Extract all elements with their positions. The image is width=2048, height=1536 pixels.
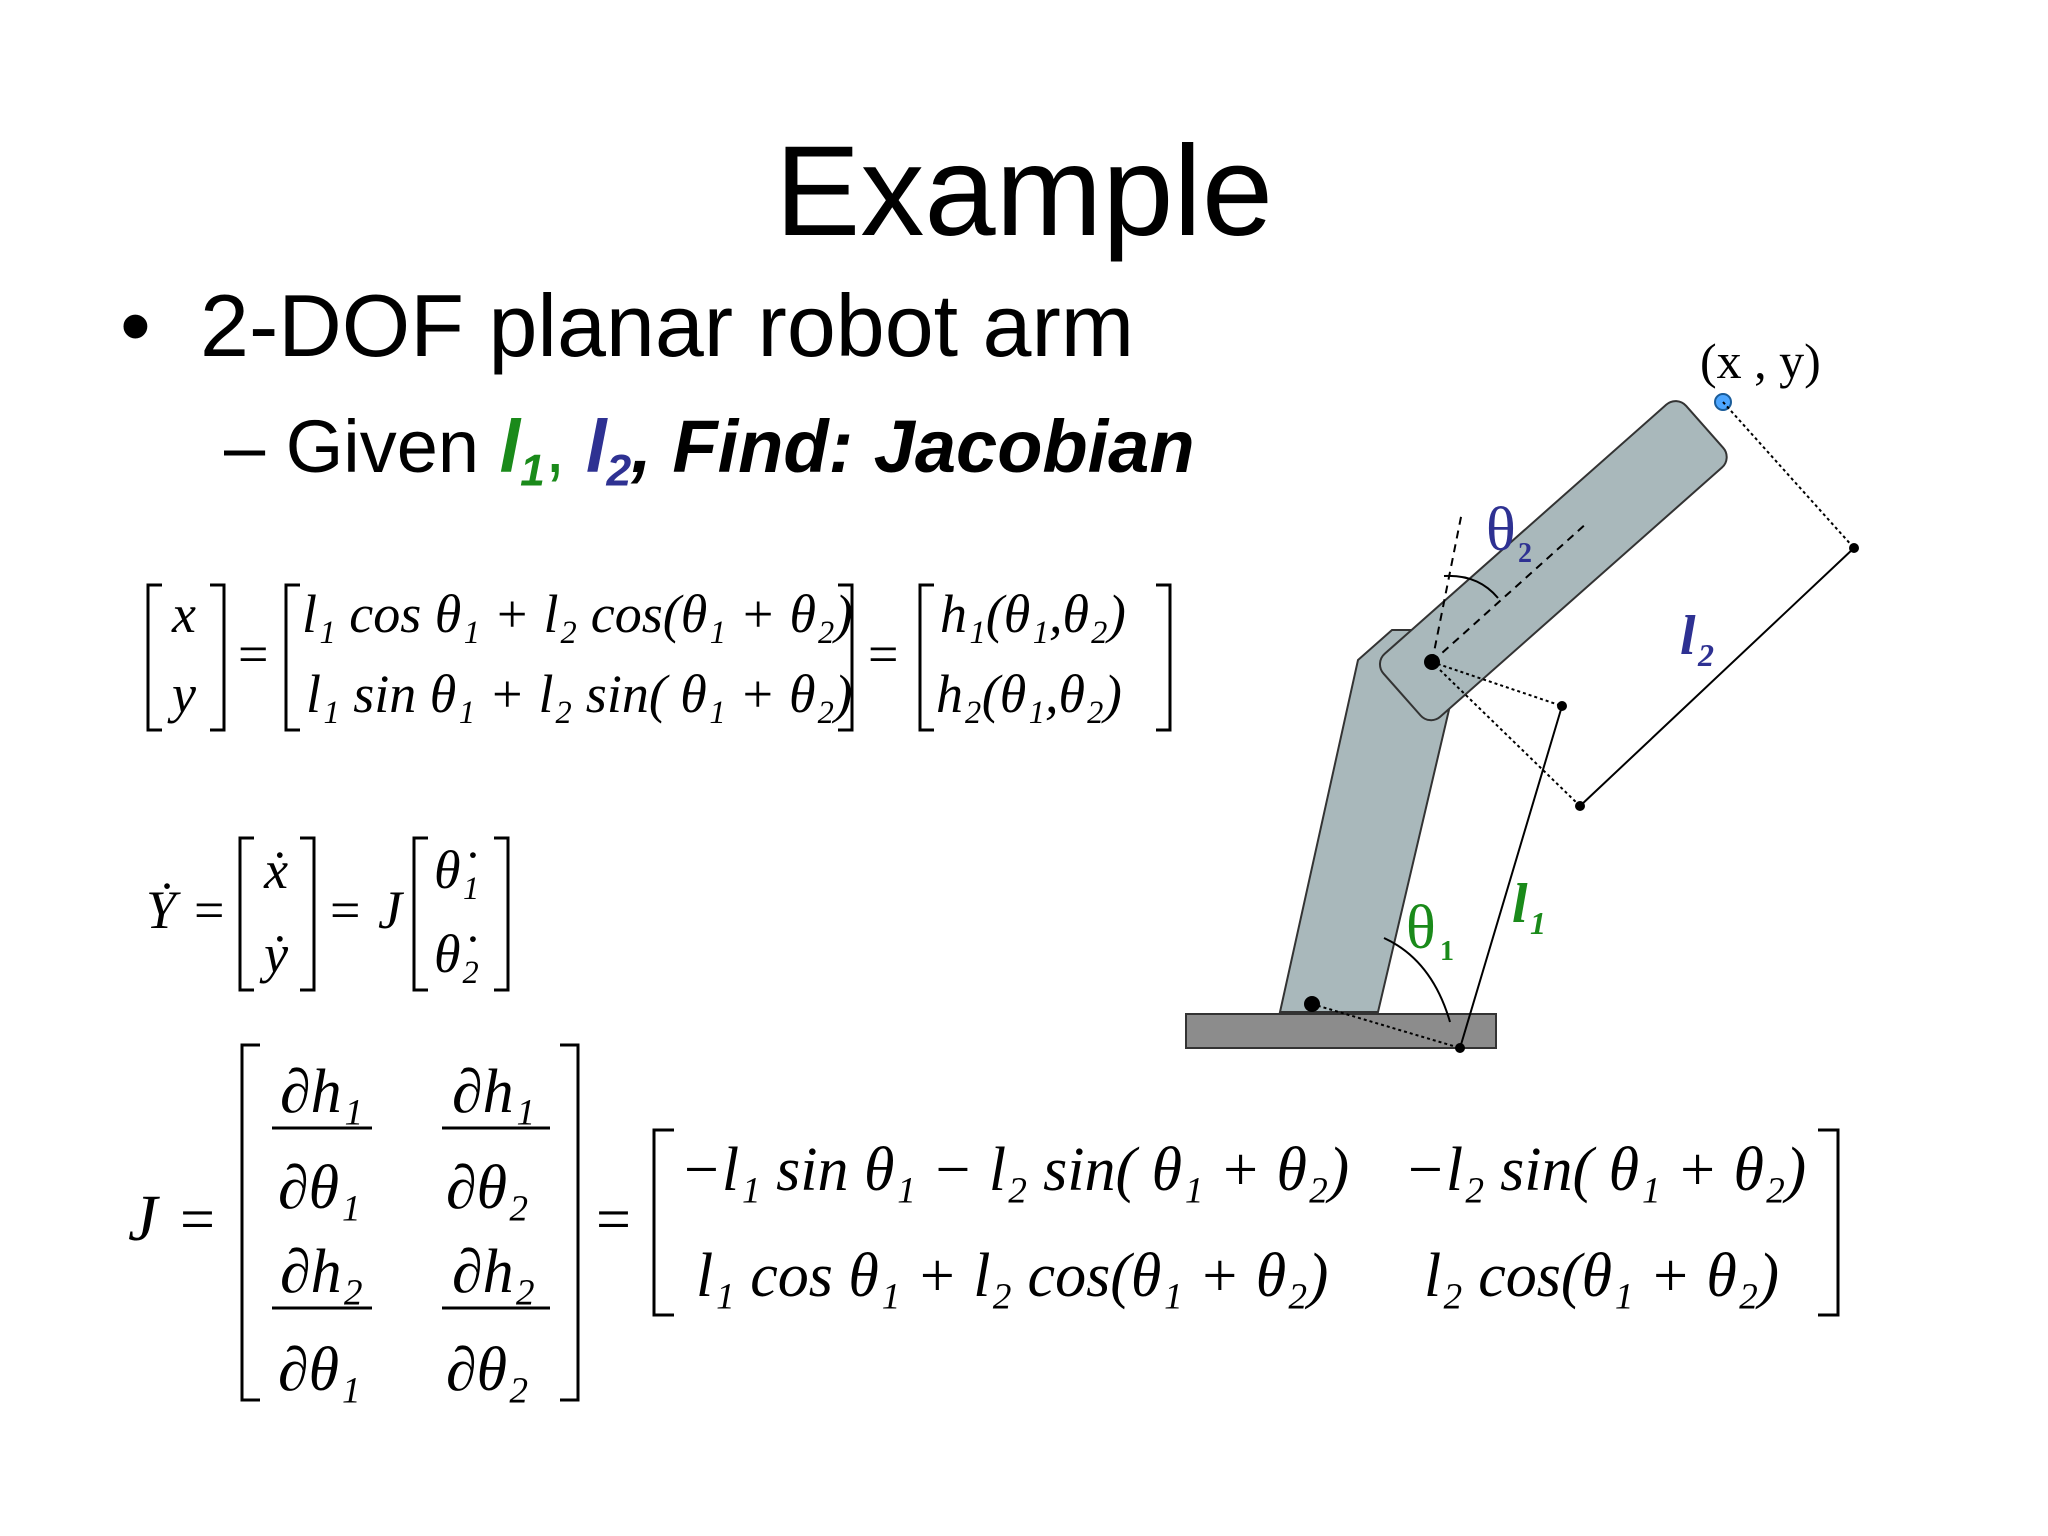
sub-l2: l2 — [585, 405, 632, 496]
l2-label-main: l — [1680, 605, 1696, 667]
eq1-row1: l₁ cos θ₁ + l₂ cos(θ₁ + θ₂) — [302, 584, 853, 644]
eq1-row2: l₁ sin θ₁ + l₂ sin( θ₁ + θ₂) — [306, 664, 852, 724]
bullet-text: 2-DOF planar robot arm — [200, 276, 1135, 375]
eq3-dt1-a: ∂θ₁ — [278, 1154, 361, 1222]
bullet-item: •2-DOF planar robot arm — [120, 282, 1134, 370]
slide-title: Example — [775, 120, 1273, 263]
eq2-equals-2: = — [330, 880, 360, 940]
eq1-h1: h₁(θ₁,θ₂) — [940, 584, 1126, 644]
sub-comma: , — [544, 405, 566, 488]
l1-label-main: l — [1512, 873, 1528, 935]
sub-given: Given — [285, 405, 480, 488]
eq3-equals-2: = — [596, 1186, 631, 1254]
robot-link-2 — [1378, 400, 1728, 722]
eq1-equals-2: = — [868, 624, 898, 684]
sub-l1: l1 — [499, 405, 545, 496]
eq3-dt2-a: ∂θ₂ — [446, 1154, 529, 1222]
eq2-Ydot: Ẏ — [146, 880, 181, 940]
eq3-dt1-b: ∂θ₁ — [278, 1336, 361, 1404]
theta2-label-main: θ — [1486, 496, 1516, 564]
bullet-dot-icon: • — [120, 276, 151, 375]
eq2-J: J — [378, 880, 405, 940]
eq3-dh1-b: ∂h₁ — [452, 1058, 535, 1126]
eq3-dh2-a: ∂h₂ — [280, 1238, 363, 1306]
eq2-equals-1: = — [194, 880, 224, 940]
eq3-m11: −l₁ sin θ₁ − l₂ sin( θ₁ + θ₂) — [680, 1136, 1349, 1204]
eq3-dh1-a: ∂h₁ — [280, 1058, 363, 1126]
eq2-ydot: ẏ — [259, 924, 289, 984]
sub-find: , Find: Jacobian — [631, 405, 1195, 488]
eq2-theta1dot: θ̇₁ — [434, 840, 479, 900]
eq3-dh2-b: ∂h₂ — [452, 1238, 535, 1306]
eq2-theta2dot: θ̇₂ — [434, 924, 479, 984]
eq2-xdot: ẋ — [263, 840, 288, 900]
eq1-y: y — [167, 664, 196, 724]
l1-label-sub: 1 — [1530, 905, 1546, 941]
l2-label-sub: 2 — [1697, 637, 1714, 673]
theta2-label-sub: 2 — [1518, 538, 1532, 569]
eq3-J: J — [128, 1182, 160, 1255]
sub-dash: – — [224, 405, 266, 488]
theta1-label-main: θ — [1406, 894, 1436, 962]
eq3-m22: l₂ cos(θ₁ + θ₂) — [1424, 1242, 1779, 1310]
eq3-m21: l₁ cos θ₁ + l₂ cos(θ₁ + θ₂) — [696, 1242, 1328, 1310]
eq1-equals-1: = — [238, 624, 268, 684]
eq1-h2: h₂(θ₁,θ₂) — [936, 664, 1122, 724]
eq3-dt2-b: ∂θ₂ — [446, 1336, 529, 1404]
theta1-label-sub: 1 — [1440, 936, 1454, 967]
eq3-m12: −l₂ sin( θ₁ + θ₂) — [1404, 1136, 1806, 1204]
endpoint-label: (x , y) — [1700, 333, 1821, 389]
sub-bullet: – Given l1, l2, Find: Jacobian — [224, 410, 1195, 494]
robot-base — [1185, 1013, 1497, 1049]
eq3-equals-1: = — [180, 1186, 215, 1254]
eq1-x: x — [171, 584, 196, 644]
